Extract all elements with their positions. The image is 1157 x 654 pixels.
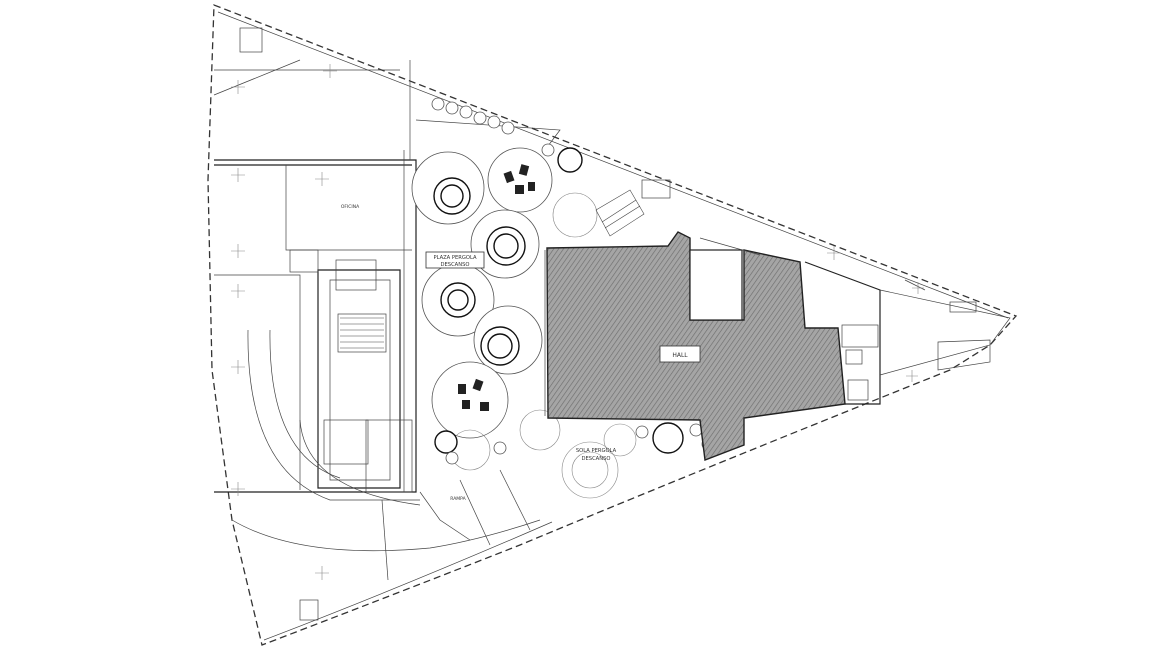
plaza-south-line1: SOLA PERGOLA bbox=[576, 448, 617, 454]
main-hall: HALL bbox=[546, 231, 846, 461]
label-plaza-south: SOLA PERGOLA DESCANSO bbox=[576, 448, 617, 462]
west-building bbox=[213, 27, 541, 621]
pier-group-south bbox=[458, 378, 489, 411]
office-label: OFICINA bbox=[341, 204, 360, 210]
stair-plaza bbox=[595, 189, 645, 237]
site-boundary bbox=[207, 4, 1018, 646]
plaza-north-line2: DESCANSO bbox=[441, 262, 470, 268]
ramp-label: RAMPA bbox=[450, 496, 466, 502]
stair-west bbox=[335, 259, 387, 353]
hall-label: HALL bbox=[672, 352, 688, 359]
plaza-south-line2: DESCANSO bbox=[582, 456, 611, 462]
pier-group-north bbox=[503, 164, 535, 194]
label-plaza-north: PLAZA PERGOLA DESCANSO bbox=[425, 251, 485, 269]
plaza-north-line1: PLAZA PERGOLA bbox=[433, 255, 477, 261]
east-wing bbox=[699, 237, 1011, 405]
